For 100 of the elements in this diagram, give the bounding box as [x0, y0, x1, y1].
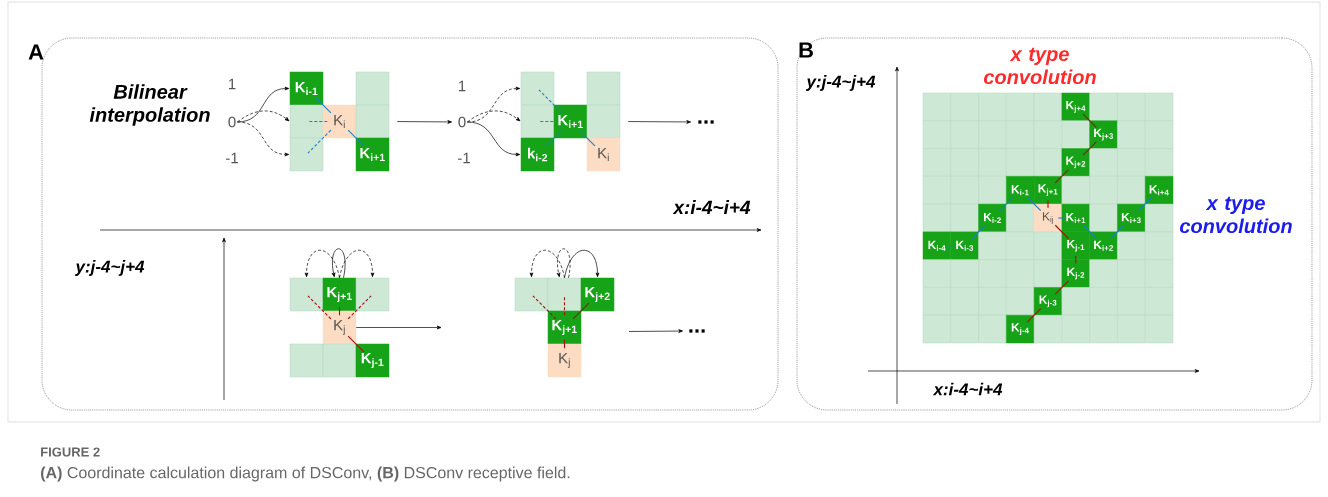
- kernel-cell: K$_{i}$: [322, 104, 357, 139]
- kernel-cell: K$_{j+1}$: [322, 277, 357, 312]
- kernel-cell: K$_{i+4}$: [1144, 176, 1174, 205]
- grid-cell: [978, 176, 1007, 205]
- grid-cell: [1061, 314, 1090, 344]
- grid-cell: [1144, 148, 1174, 177]
- ellipsis: ...: [698, 120, 714, 124]
- grid-cell: [1089, 176, 1118, 205]
- grid-cell: [1089, 314, 1118, 344]
- grid-cell: [1144, 314, 1174, 344]
- grid-cell: [922, 92, 952, 121]
- grid-cell: [922, 120, 952, 149]
- connector-line: [1082, 113, 1097, 128]
- arrow: [627, 120, 691, 124]
- grid-cell: [1089, 259, 1118, 288]
- kernel-cell: K$_{i+1}$: [355, 137, 390, 172]
- grid-cell: [978, 287, 1007, 316]
- grid-cell: [1033, 120, 1063, 149]
- connector-line: [946, 245, 955, 247]
- row-value: -1: [226, 152, 238, 164]
- kernel-cell: K$_{i-4}$: [922, 231, 952, 260]
- kernel-cell: K$_{i+1}$: [553, 104, 588, 139]
- kernel-cell: K$_{i+1}$: [1061, 203, 1090, 233]
- kernel-cell: K$_{j+4}$: [1061, 92, 1090, 121]
- grid-cell: [1033, 231, 1063, 260]
- connector-line: [578, 129, 596, 147]
- curved-arrow: [331, 248, 346, 279]
- caption: (A) Coordinate calculation diagram of DSConv, (B) DSConv receptive field.: [41, 466, 570, 482]
- grid-cell: [1006, 148, 1035, 177]
- curved-arrow: [237, 110, 290, 123]
- connector-line: [538, 120, 559, 123]
- kernel-cell: K$_{j+1}$: [1033, 176, 1063, 205]
- connector-line: [338, 306, 341, 316]
- axis-label: x:i-4~i+4: [672, 200, 751, 214]
- connector-line: [1026, 308, 1042, 323]
- row-value: -1: [458, 152, 470, 164]
- grid-cell: [289, 277, 324, 312]
- grid-cell: [1006, 259, 1035, 288]
- grid-cell: [1117, 120, 1146, 149]
- connector-line: [1054, 224, 1070, 240]
- grid-cell: [586, 104, 621, 139]
- curved-arrow: [339, 249, 375, 279]
- grid-cell: [1061, 287, 1090, 316]
- kernel-cell: k$_{i-2}$: [520, 137, 555, 172]
- row-value: 1: [459, 80, 466, 92]
- curved-arrow: [529, 249, 565, 279]
- grid-cell: [978, 231, 1007, 260]
- kernel-cell: K$_{j-2}$: [1061, 259, 1090, 288]
- connector-line: [307, 295, 332, 320]
- grid-cell: [1144, 120, 1174, 149]
- grid-cell: [1006, 231, 1035, 260]
- grid-cell: [1117, 259, 1146, 288]
- row-value: 0: [458, 116, 466, 128]
- row-value: 0: [228, 116, 236, 128]
- grid-cell: [922, 148, 952, 177]
- kernel-cell: K$_{j-4}$: [1006, 314, 1035, 344]
- connector-line: [347, 295, 372, 320]
- grid-cell: [978, 259, 1007, 288]
- axis-label: x:i-4~i+4: [932, 382, 1003, 396]
- connector-line: [347, 129, 365, 147]
- grid-cell: [922, 259, 952, 288]
- grid-cell: [922, 176, 952, 205]
- grid-cell: [978, 148, 1007, 177]
- grid-cell: [355, 71, 390, 106]
- method-label: Bilinear interpolation: [89, 84, 210, 126]
- connector-line: [307, 129, 332, 154]
- connector-line: [1082, 141, 1097, 156]
- kernel-cell: K$_{j-1}$: [355, 343, 390, 378]
- grid-cell: [1144, 287, 1174, 316]
- kernel-cell: K$_{j+1}$: [547, 310, 582, 345]
- kernel-cell: K$_{j}$: [322, 310, 357, 345]
- grid-cell: [355, 277, 390, 312]
- grid-cell: [1144, 259, 1174, 288]
- kernel-cell: K$_{i}$: [586, 137, 621, 172]
- grid-cell: [1089, 92, 1118, 121]
- kernel-cell: K$_{j+2}$: [1061, 148, 1090, 177]
- connector-line: [1054, 280, 1070, 295]
- grid-cell: [1033, 148, 1063, 177]
- grid-cell: [950, 92, 979, 121]
- grid-cell: [1061, 120, 1090, 149]
- grid-cell: [1117, 314, 1146, 344]
- connector-line: [971, 224, 986, 240]
- grid-cell: [289, 137, 324, 172]
- connector-line: [532, 295, 557, 320]
- kernel-cell: K$_{i-3}$: [950, 231, 979, 260]
- grid-cell: [1117, 92, 1146, 121]
- connector-line: [563, 339, 566, 349]
- kernel-cell: K$_{j+2}$: [580, 277, 615, 312]
- curved-arrow: [237, 121, 290, 157]
- connector-line: [1138, 196, 1153, 212]
- kernel-cell: K$_{j-1}$: [1061, 231, 1090, 260]
- curved-arrow: [467, 110, 521, 123]
- connector-line: [999, 196, 1014, 212]
- row-value: 1: [229, 78, 236, 90]
- grid-cell: [1033, 92, 1063, 121]
- grid-cell: [1006, 287, 1035, 316]
- figure-title: FIGURE 2: [41, 447, 100, 457]
- grid-cell: [1033, 314, 1063, 344]
- grid-cell: [1144, 203, 1174, 233]
- grid-cell: [1006, 92, 1035, 121]
